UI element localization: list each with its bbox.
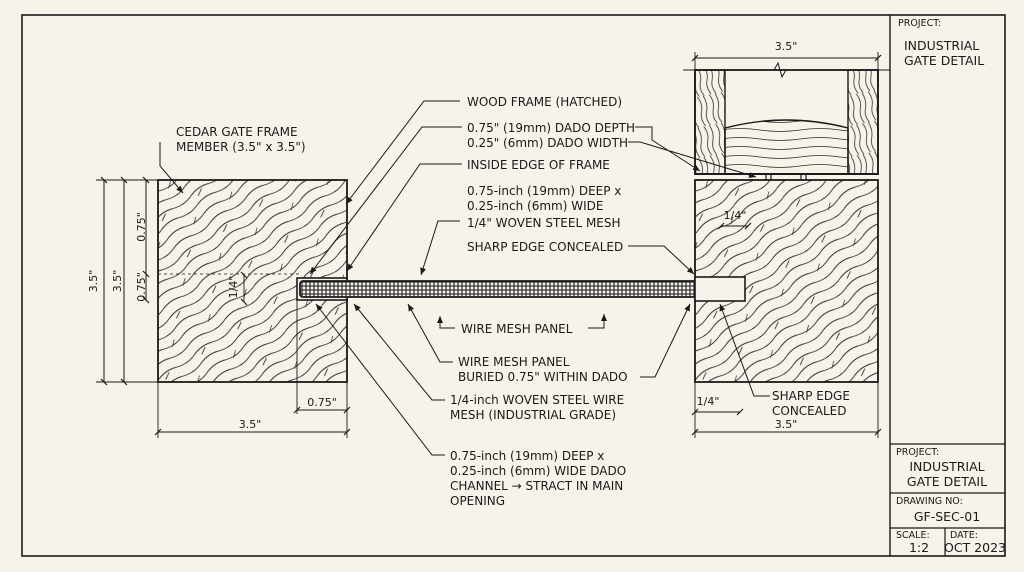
drawing-no-label: DRAWING NO: [896, 496, 963, 507]
right-frame-member [694, 179, 879, 383]
callout-woven-mesh: 1/4" WOVEN STEEL MESH [467, 216, 621, 230]
callout-dado-width: 0.25" (6mm) DADO WIDTH [467, 136, 628, 150]
callout-cedar-line-2: MEMBER (3.5" x 3.5") [176, 140, 306, 154]
top-project-label: PROJECT: [898, 18, 941, 29]
callout-inside-edge: INSIDE EDGE OF FRAME [467, 158, 610, 172]
callout-channel-line-4: OPENING [450, 494, 505, 508]
scale-value: 1:2 [909, 540, 929, 555]
callout-channel-line-2: 0.25-inch (6mm) WIDE DADO [450, 464, 626, 478]
leader-lines [159, 100, 770, 456]
left-bottom-width-dim: 3.5" [239, 418, 262, 431]
date-label: DATE: [950, 530, 978, 541]
left-upper-dim: 0.75" [135, 212, 148, 242]
right-bottom-small-dim: 1/4" [697, 395, 720, 408]
callout-right-sharp-line-2: CONCEALED [772, 404, 846, 418]
callout-industrial-line-2: MESH (INDUSTRIAL GRADE) [450, 408, 616, 422]
sheet-border [21, 14, 1006, 557]
left-outer-height-dim: 3.5" [87, 270, 100, 293]
project-name-line-2: GATE DETAIL [907, 474, 987, 489]
callout-cedar-line-1: CEDAR GATE FRAME [176, 125, 298, 139]
title-block-top: PROJECT: INDUSTRIAL GATE DETAIL [898, 18, 984, 68]
left-inner-height-dim: 3.5" [111, 270, 124, 293]
right-bottom-width-dim: 3.5" [775, 418, 798, 431]
scale-label: SCALE: [896, 530, 930, 541]
callout-industrial-line-1: 1/4-inch WOVEN STEEL WIRE [450, 393, 624, 407]
right-dimensions: 3.5" 1/4" 1/4" 3.5" [683, 40, 890, 438]
callout-dado-depth: 0.75" (19mm) DADO DEPTH [467, 121, 635, 135]
top-project-name-line-1: INDUSTRIAL [904, 38, 979, 53]
drawing-number: GF-SEC-01 [914, 509, 980, 524]
callout-buried-line-2: BURIED 0.75" WITHIN DADO [458, 370, 628, 384]
project-name-line-1: INDUSTRIAL [909, 459, 984, 474]
right-top-width-dim: 3.5" [775, 40, 798, 53]
callout-deep-line-1: 0.75-inch (19mm) DEEP x [467, 184, 621, 198]
title-block-bottom: PROJECT: INDUSTRIAL GATE DETAIL DRAWING … [890, 443, 1006, 556]
date-value: OCT 2023 [944, 540, 1006, 555]
callout-channel-line-3: CHANNEL → STRACT IN MAIN [450, 479, 623, 493]
callout-right-sharp-line-1: SHARP EDGE [772, 389, 850, 403]
callout-deep-line-2: 0.25-inch (6mm) WIDE [467, 199, 603, 213]
right-dado-channel [694, 276, 746, 302]
callout-mesh-panel: WIRE MESH PANEL [461, 322, 573, 336]
top-project-name-line-2: GATE DETAIL [904, 53, 984, 68]
callout-sharp-edge: SHARP EDGE CONCEALED [467, 240, 623, 254]
left-dado-depth-dim: 0.75" [307, 396, 337, 409]
right-dado-dim: 1/4" [724, 209, 747, 222]
callouts: CEDAR GATE FRAME MEMBER (3.5" x 3.5") WO… [176, 95, 850, 508]
callout-buried-line-1: WIRE MESH PANEL [458, 355, 570, 369]
callout-channel-line-1: 0.75-inch (19mm) DEEP x [450, 449, 604, 463]
right-upper-member [694, 69, 879, 180]
left-dado-dim: 1/4" [227, 276, 240, 299]
project-label: PROJECT: [896, 447, 939, 458]
callout-wood-frame: WOOD FRAME (HATCHED) [467, 95, 622, 109]
wire-mesh-panel [299, 280, 741, 298]
left-lower-dim: 0.75" [135, 272, 148, 302]
left-dimensions: 3.5" 3.5" 0.75" 0.75" 1/4" 3.5" 0.75" [87, 176, 351, 438]
